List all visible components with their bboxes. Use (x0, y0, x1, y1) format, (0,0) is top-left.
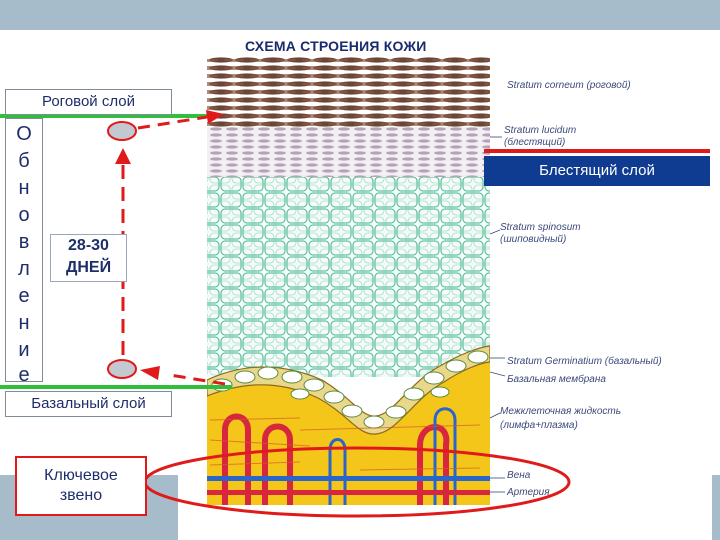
renewal-letter: о (18, 204, 30, 226)
latin-membrane: Базальная мембрана (507, 374, 606, 385)
renewal-cycle-arrows (107, 110, 226, 386)
latin-fluid-2: (лимфа+плазма) (500, 420, 578, 431)
renewal-letter: и (18, 339, 30, 361)
latin-corneum: Stratum corneum (роговой) (507, 80, 631, 91)
renewal-letter: О (16, 123, 32, 145)
latin-spinosum-1: Stratum spinosum (500, 222, 581, 233)
renewal-letter: б (18, 150, 30, 172)
latin-lucidum-2: (блестящий) (504, 137, 566, 148)
lucidum-label: Блестящий слой (484, 156, 710, 186)
latin-spinosum-2: (шиповидный) (500, 234, 567, 245)
latin-fluid-1: Межклеточная жидкость (500, 406, 622, 417)
renewal-letter: в (18, 231, 30, 253)
latin-germinativum: Stratum Germinatium (базальный) (507, 356, 662, 367)
renewal-letter: н (18, 312, 30, 334)
bottom-strip-right (712, 475, 720, 540)
latin-vein: Вена (507, 470, 531, 481)
top-bar (0, 0, 720, 30)
renewal-vertical-label: О б н о в л е н и е (5, 118, 43, 386)
latin-lucidum-1: Stratum lucidum (504, 125, 577, 136)
skin-section (207, 55, 490, 505)
renewal-letter: е (18, 285, 30, 307)
renewal-letter: л (18, 258, 30, 280)
diagram-title: СХЕМА СТРОЕНИЯ КОЖИ (245, 38, 427, 54)
basal-label: Базальный слой (5, 391, 172, 417)
renewal-letter: е (18, 364, 30, 386)
renewal-letter: н (18, 177, 30, 199)
latin-artery: Артерия (507, 487, 550, 498)
corneum-label: Роговой слой (5, 89, 172, 115)
